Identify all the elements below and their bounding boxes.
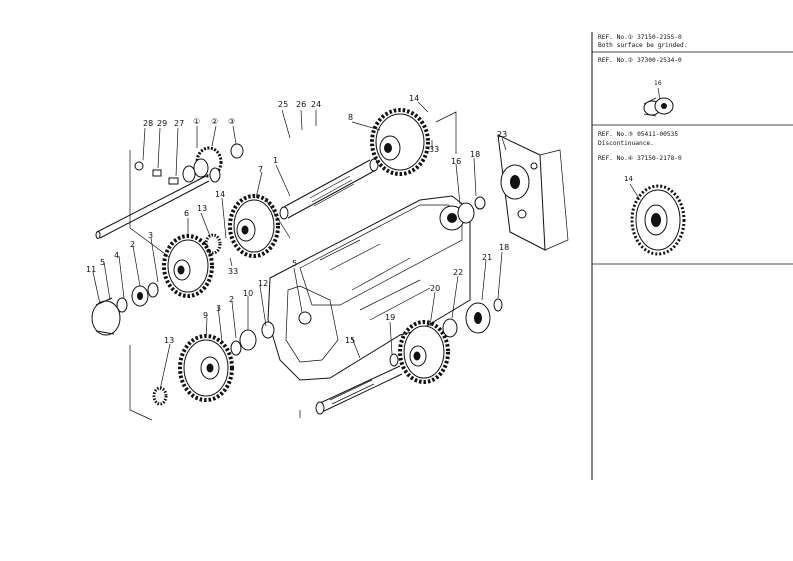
main-assembly: 28 29 27 ① ② ③ 25 26 24 8 14 33 1 7 6 13… — [86, 94, 569, 421]
part-callouts: 28 29 27 ① ② ③ 25 26 24 8 14 33 1 7 6 13… — [86, 94, 509, 345]
ref-1-line1: REF. No.① 37150-2155-0 — [598, 34, 682, 41]
callout-1: 1 — [273, 156, 278, 165]
callout-13-top: 13 — [197, 204, 207, 213]
transmission-case — [267, 195, 471, 381]
callout-11: 11 — [86, 265, 96, 274]
callout-4: 4 — [114, 251, 119, 260]
callout-21: 21 — [482, 253, 492, 262]
inset-bushing-drawing: 16 — [643, 80, 674, 117]
small-gear-top — [182, 143, 244, 183]
callout-7: 7 — [258, 165, 263, 174]
callout-13-low: 13 — [164, 336, 174, 345]
callout-3-low: 3 — [216, 304, 221, 313]
callout-14-top: 14 — [409, 94, 419, 103]
callout-10: 10 — [243, 289, 253, 298]
assembly-bracket-upper — [129, 111, 457, 263]
assembly-bracket-lower — [129, 345, 301, 421]
callout-5-left: 5 — [100, 258, 105, 267]
inset-callout-gear: 14 — [624, 175, 633, 183]
callout-25: 25 — [278, 100, 288, 109]
callout-16: 16 — [451, 157, 461, 166]
callout-6: 6 — [184, 209, 189, 218]
gear-9 — [178, 334, 234, 402]
lower-bearings-22-21-18 — [389, 298, 503, 367]
inset-gear-drawing: 14 — [624, 175, 686, 256]
gear-8 — [370, 108, 430, 176]
long-rod — [95, 175, 210, 239]
reference-panel: REF. No.① 37150-2155-0 Both surface be g… — [591, 32, 793, 480]
ref-4-line1: REF. No.④ 37150-2178-0 — [598, 155, 682, 162]
callout-26: 26 — [296, 100, 306, 109]
callout-ref-3: ③ — [228, 117, 235, 126]
ref-2-line1: REF. No.② 37300-2534-0 — [598, 57, 682, 64]
bearing-16-18-top — [457, 196, 486, 224]
callout-18-top: 18 — [470, 150, 480, 159]
inset-callout-small: 16 — [654, 80, 662, 87]
left-washer-stack — [91, 282, 159, 336]
ref-1-line2: Both surface be grinded. — [598, 42, 687, 49]
callout-22: 22 — [453, 268, 463, 277]
gear-20 — [398, 320, 450, 384]
callout-29: 29 — [157, 119, 167, 128]
callout-2-low: 2 — [229, 295, 234, 304]
callout-18-low: 18 — [499, 243, 509, 252]
callout-ref-1: ① — [193, 117, 200, 126]
callout-14-mid: 14 — [215, 190, 225, 199]
callout-ref-2: ② — [211, 117, 218, 126]
callout-2-top: 2 — [130, 240, 135, 249]
callout-5-case: 5 — [292, 259, 297, 268]
main-shaft — [279, 158, 379, 220]
callout-19: 19 — [385, 313, 395, 322]
flange-housing-23 — [497, 134, 569, 251]
callout-3-top: 3 — [148, 231, 153, 240]
callout-27: 27 — [174, 119, 184, 128]
callout-12: 12 — [258, 279, 268, 288]
callout-23: 23 — [497, 130, 507, 139]
ref-3-line2: Discontinuance. — [598, 140, 654, 147]
callout-8: 8 — [348, 113, 353, 122]
callout-20: 20 — [430, 284, 440, 293]
callout-33-top: 33 — [429, 145, 439, 154]
callout-28: 28 — [143, 119, 153, 128]
bearing-13-upper — [204, 233, 222, 255]
ref-3-line1: REF. No.③ 05411-00535 — [598, 131, 678, 138]
callout-15: 15 — [345, 336, 355, 345]
callout-33-mid: 33 — [228, 267, 238, 276]
lower-shaft — [315, 365, 403, 415]
callout-24: 24 — [311, 100, 321, 109]
gear-7 — [228, 194, 280, 258]
gear-6 — [162, 234, 214, 298]
small-hardware-top-left — [134, 161, 179, 185]
callout-9: 9 — [203, 311, 208, 320]
leader-lines — [92, 101, 507, 391]
